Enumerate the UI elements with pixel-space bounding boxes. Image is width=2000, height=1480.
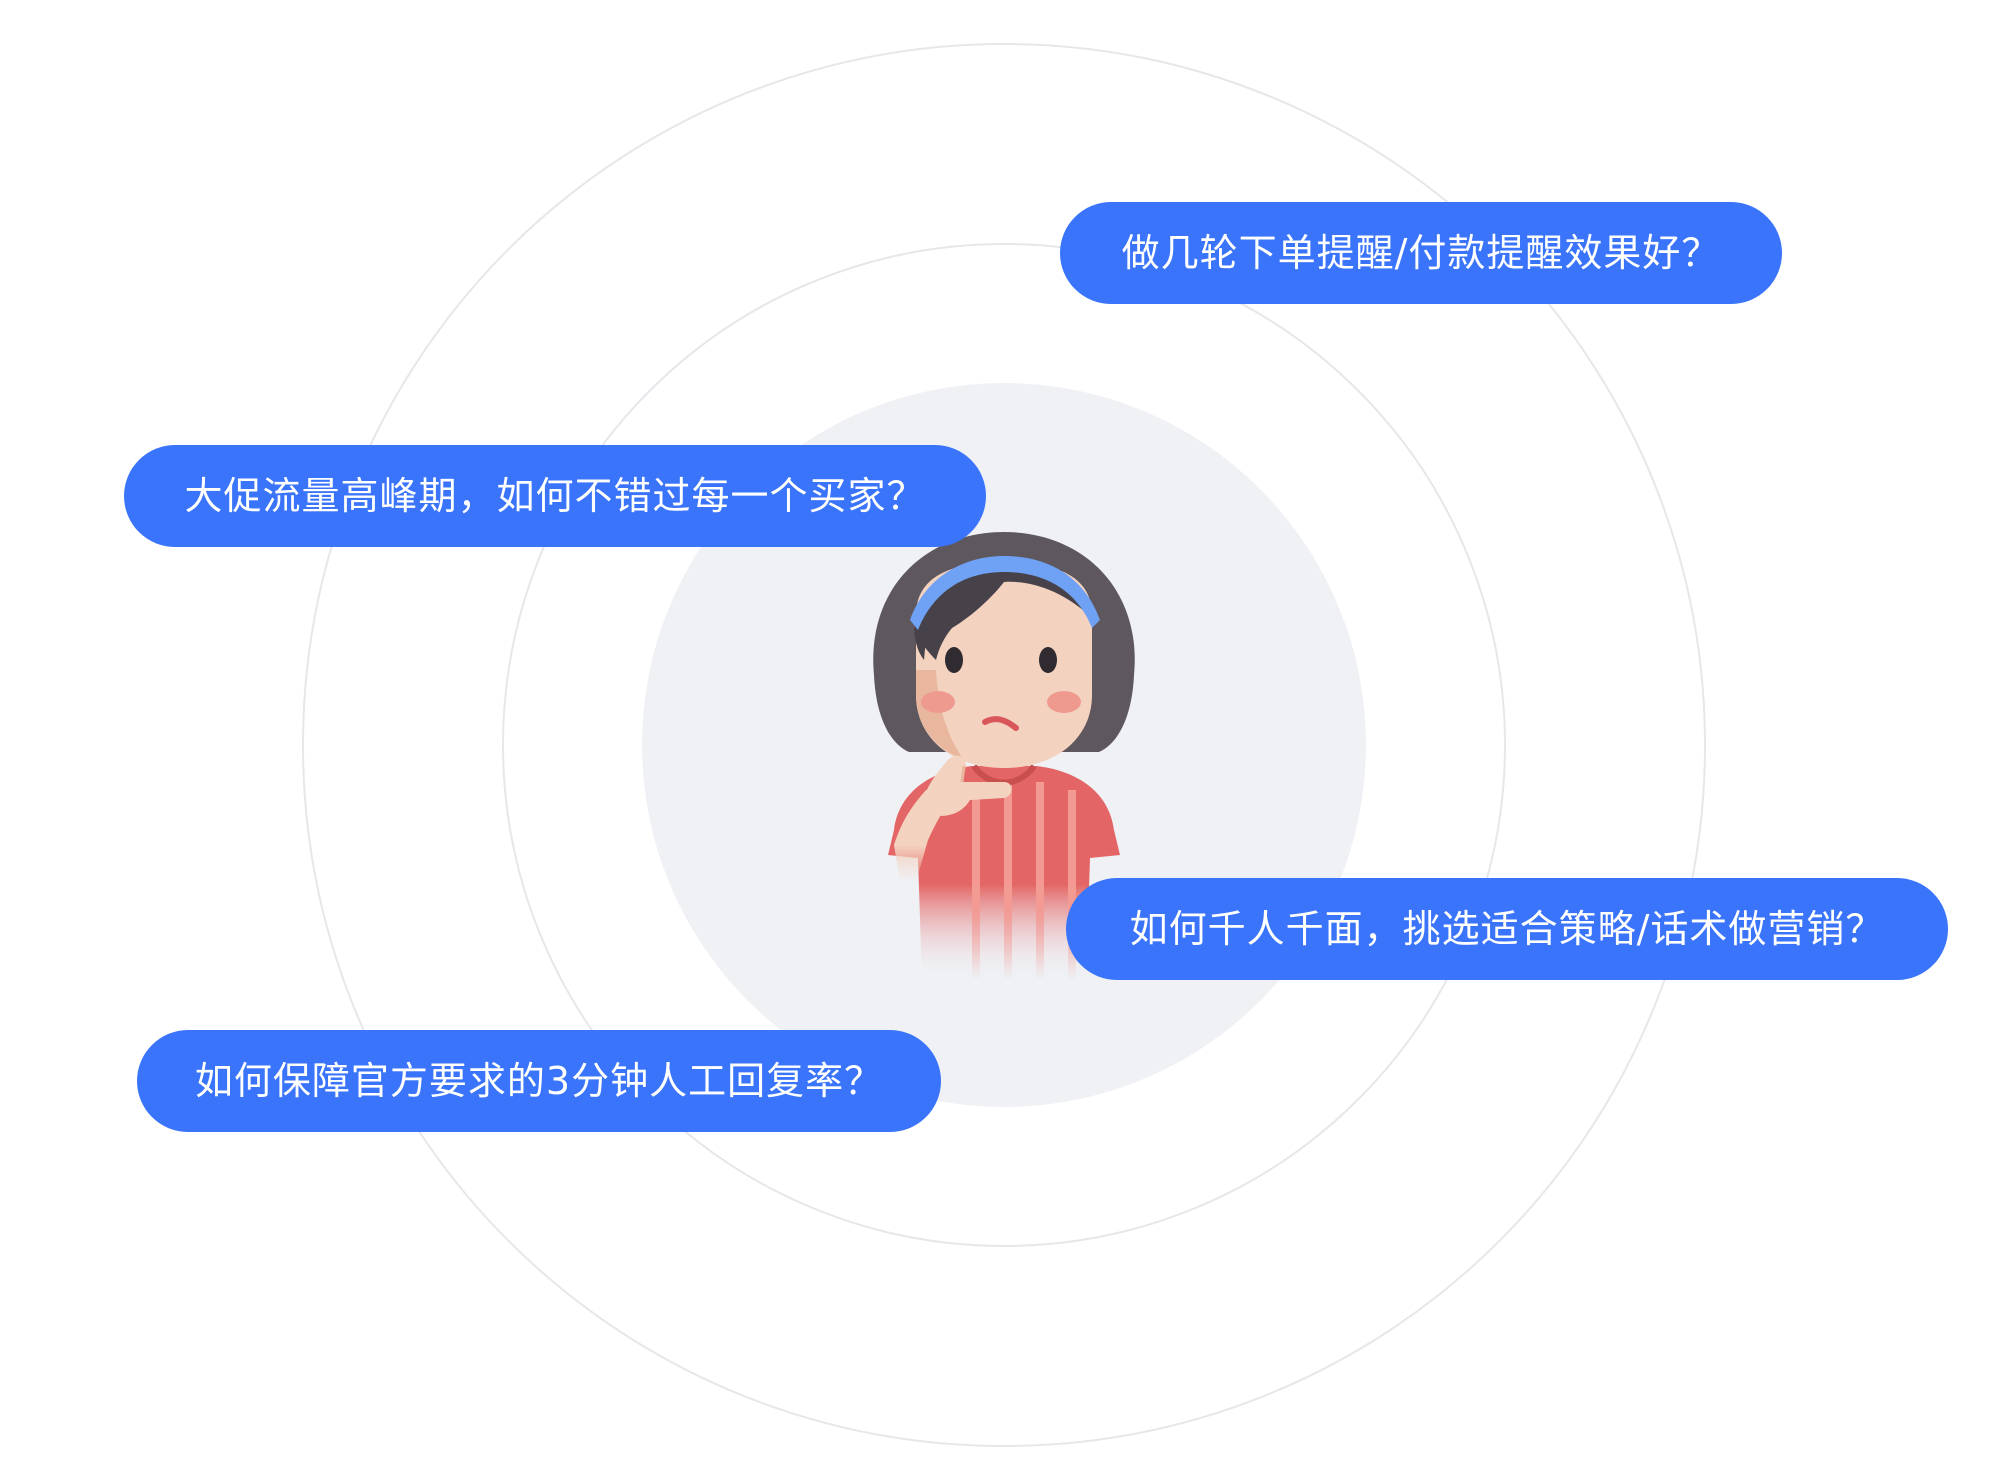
- middle-ring: [502, 243, 1506, 1247]
- question-bubble-peak-traffic: 大促流量高峰期，如何不错过每一个买家？: [124, 445, 986, 547]
- thinking-girl-icon: [873, 532, 1135, 980]
- question-bubble-reply-rate: 如何保障官方要求的3分钟人工回复率？: [137, 1030, 941, 1132]
- outer-ring: [302, 43, 1706, 1447]
- question-bubble-reminders: 做几轮下单提醒/付款提醒效果好？: [1060, 202, 1782, 304]
- question-bubble-personalized-marketing: 如何千人千面，挑选适合策略/话术做营销？: [1066, 878, 1948, 980]
